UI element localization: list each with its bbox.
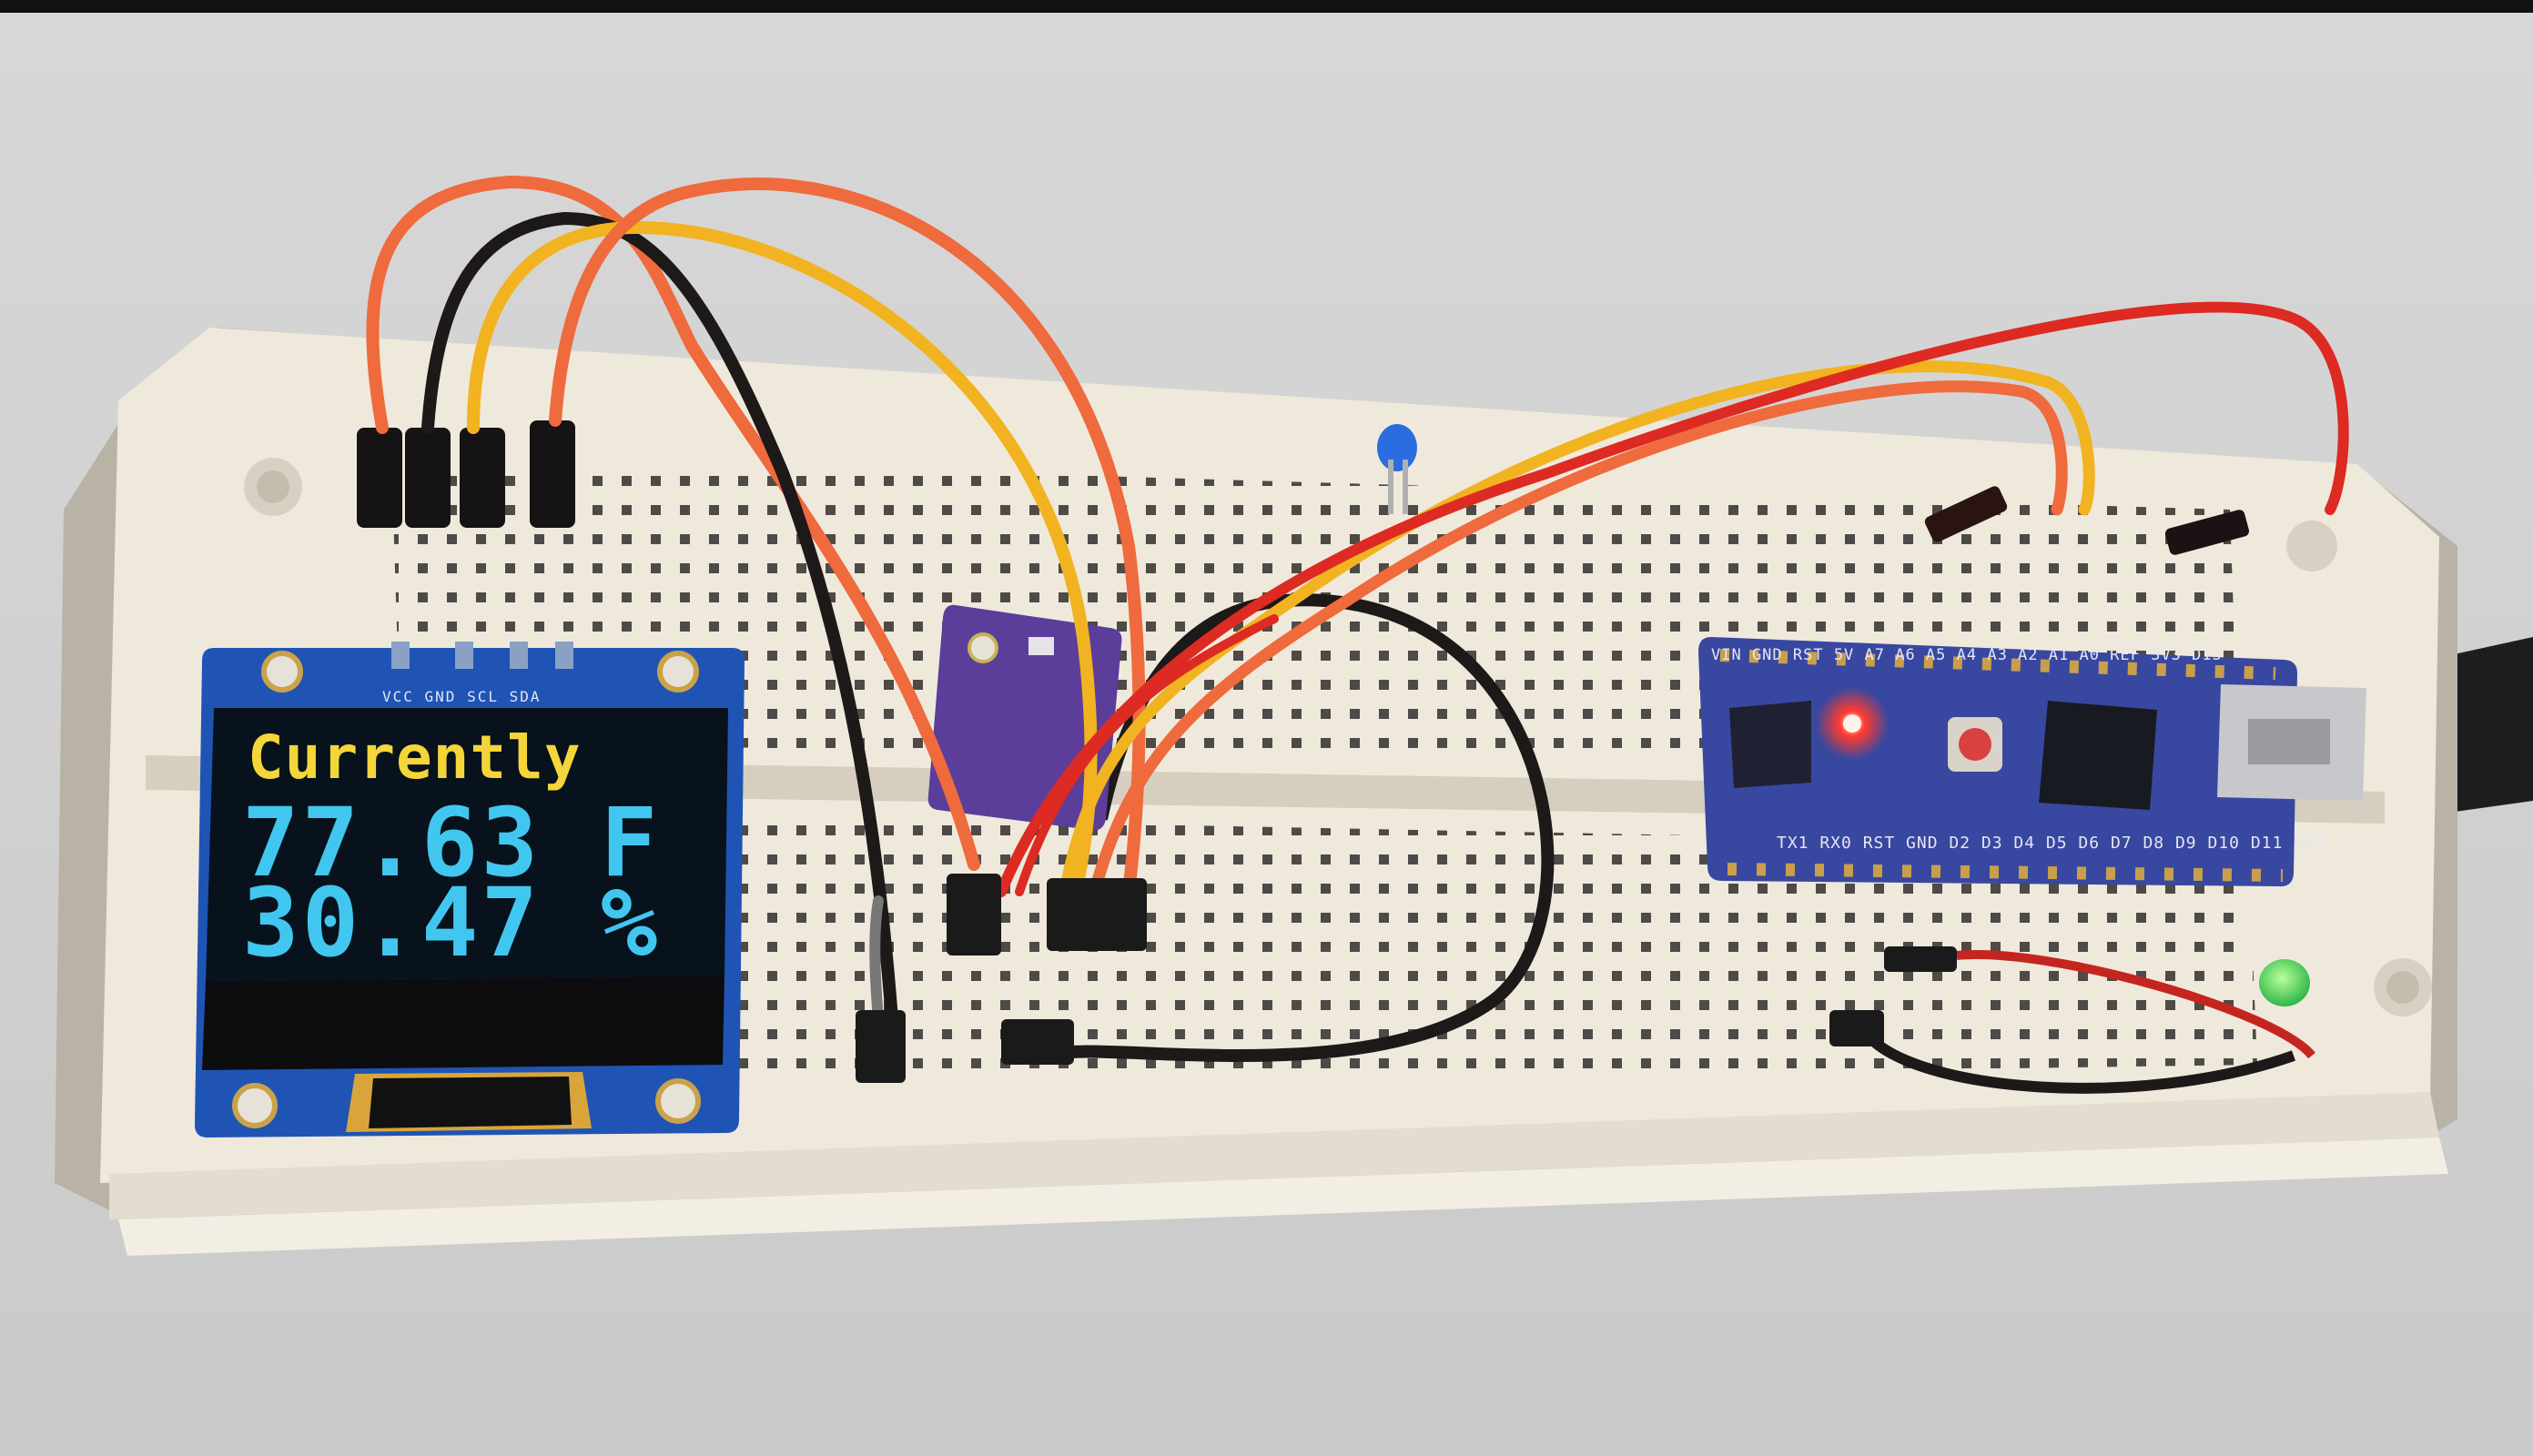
oled-screen (206, 708, 728, 981)
nano-bottom-pin-labels: TX1 RX0 RST GND D2 D3 D4 D5 D6 D7 D8 D9 … (1777, 834, 2326, 853)
nano-top-pin-labels: VIN GND RST 5V A7 A6 A5 A4 A3 A2 A1 A0 R… (1711, 646, 2223, 664)
top-border (0, 0, 2533, 13)
oled-line-temperature: 77.63 F (242, 787, 661, 898)
blue-led (1377, 424, 1417, 514)
green-led (2259, 959, 2310, 1006)
oled-module (195, 642, 745, 1138)
jumper-wires (366, 175, 2349, 1026)
arduino-nano (1698, 637, 2366, 887)
oled-line-currently: Currently (248, 723, 582, 793)
wire-red-short (1956, 950, 2315, 1059)
oled-line-humidity: 30.47 % (242, 867, 661, 978)
wire-black-loop (1044, 593, 1555, 1062)
oled-pin-labels: VCC GND SCL SDA (382, 688, 542, 705)
wire-plugs (856, 486, 2250, 1083)
wire-black-short (1861, 1029, 2295, 1094)
header-pins (357, 420, 575, 528)
